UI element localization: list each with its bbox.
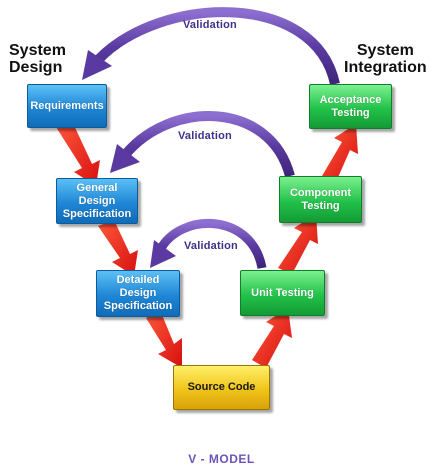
validation-label-top: Validation: [183, 19, 237, 31]
system-design-title-line-2: Design: [9, 59, 63, 76]
acceptance-testing-box: Acceptance Testing: [309, 84, 392, 129]
source-code-box: Source Code: [173, 365, 270, 410]
unit-testing-box: Unit Testing: [240, 270, 325, 316]
component-testing-label-line-1: Component: [289, 186, 352, 199]
acceptance-testing-label-line-2: Testing: [331, 106, 370, 119]
system-design-title: System Design: [9, 42, 66, 76]
acceptance-testing-label-line-1: Acceptance: [319, 93, 382, 106]
validation-arc-top: [82, 7, 340, 86]
system-integration-title-line-2: Integration: [344, 59, 427, 76]
flow-arrow-component-to-acceptance: [322, 124, 358, 182]
general-design-label-line-1: General Design: [76, 181, 118, 207]
validation-label-bottom: Validation: [184, 240, 238, 252]
flow-arrow-unit-to-component: [278, 214, 318, 274]
diagram-caption: V - MODEL: [188, 452, 255, 466]
component-testing-box: Component Testing: [279, 176, 362, 223]
flow-arrow-detailed-to-code: [146, 310, 182, 368]
requirements-box: Requirements: [27, 84, 107, 128]
validation-arc-middle: [110, 111, 295, 178]
detailed-design-label-line-1: Detailed Design: [116, 274, 160, 299]
source-code-label: Source Code: [187, 381, 256, 393]
requirements-label: Requirements: [30, 99, 104, 112]
validation-arc-bottom: [150, 219, 267, 270]
system-integration-title: System Integration: [344, 42, 427, 76]
system-design-title-line-1: System: [9, 42, 66, 59]
validation-label-middle: Validation: [178, 130, 232, 142]
general-design-label-line-2: Specification: [62, 207, 132, 220]
flow-arrow-code-to-unit: [252, 308, 292, 368]
flow-arrow-requirements-to-general: [56, 121, 100, 186]
detailed-design-label-line-2: Specification: [103, 300, 173, 312]
system-integration-title-line-1: System: [356, 42, 414, 59]
detailed-design-box: Detailed Design Specification: [96, 270, 180, 317]
flow-arrow-general-to-detailed: [98, 220, 138, 276]
component-testing-label-line-2: Testing: [301, 199, 340, 212]
unit-testing-label: Unit Testing: [251, 286, 314, 299]
general-design-box: General Design Specification: [56, 178, 138, 224]
